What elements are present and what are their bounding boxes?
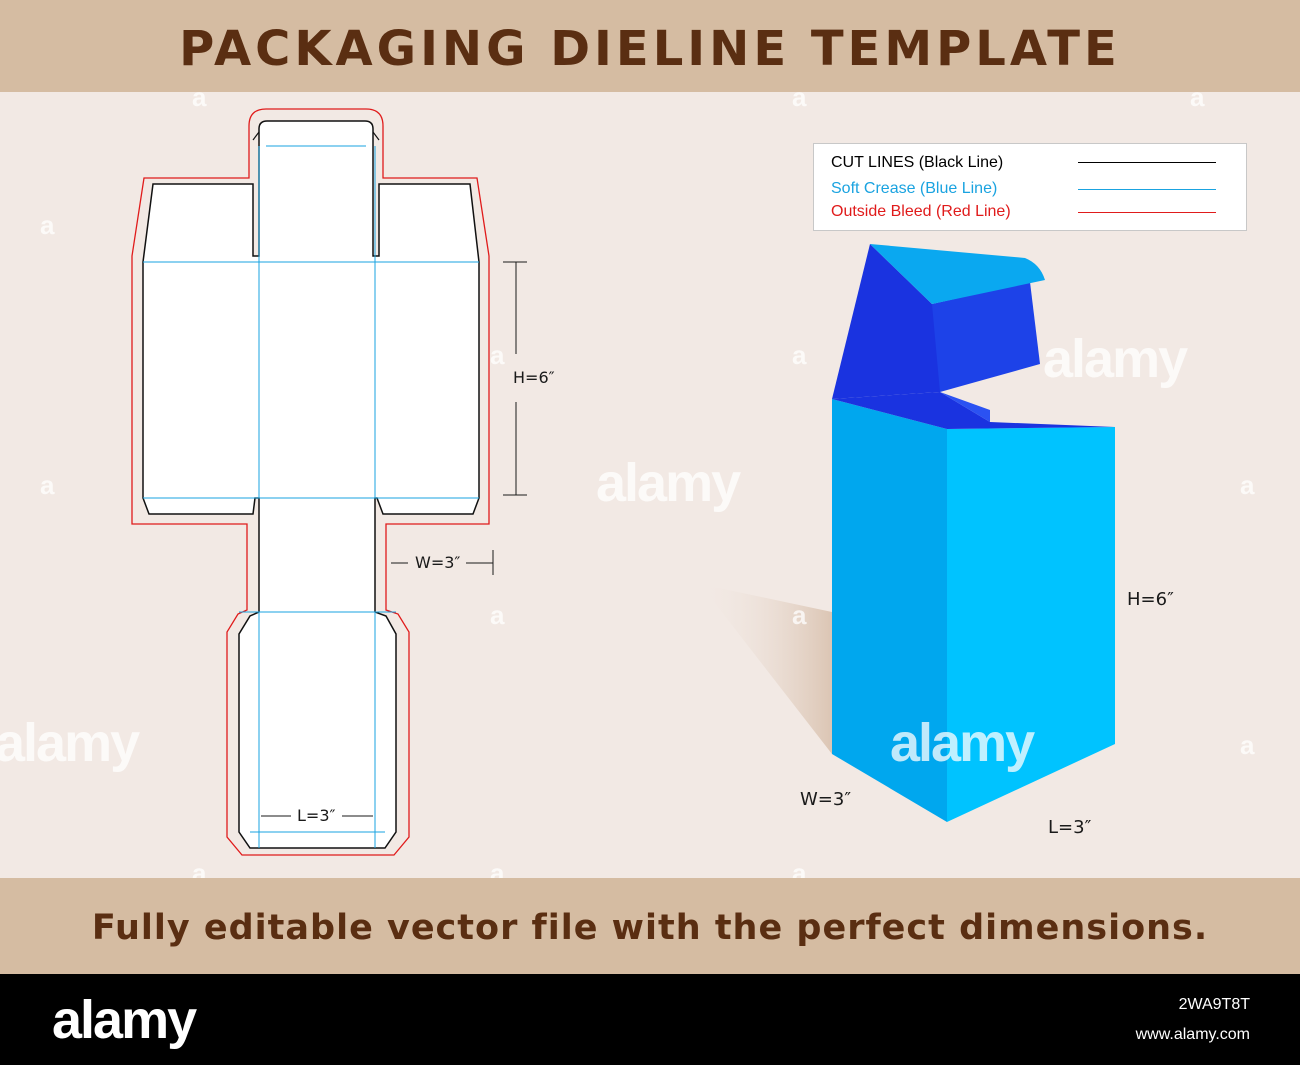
bleed-outline bbox=[131, 108, 490, 856]
stock-image-id: 2WA9T8T bbox=[1178, 996, 1250, 1013]
box-front-face bbox=[947, 427, 1115, 822]
main-panel: H=6″ W=3″ L=3″ bbox=[0, 92, 1300, 878]
legend-swatch-crease bbox=[1078, 189, 1216, 190]
box-height-label: H=6″ bbox=[1127, 589, 1174, 610]
box-width-label: W=3″ bbox=[800, 789, 852, 810]
legend-soft-crease: Soft Crease (Blue Line) bbox=[831, 180, 998, 197]
stock-bar bbox=[0, 974, 1300, 1065]
dieline-length-label: L=3″ bbox=[297, 806, 336, 825]
box-side-face bbox=[832, 399, 947, 822]
cut-outline bbox=[142, 120, 480, 849]
dieline-diagram: H=6″ W=3″ L=3″ bbox=[131, 108, 1115, 856]
footer-banner: Fully editable vector file with the perf… bbox=[0, 878, 1300, 974]
header-banner: PACKAGING DIELINE TEMPLATE bbox=[0, 0, 1300, 92]
crease-lines bbox=[143, 145, 479, 848]
stock-logo: alamy bbox=[52, 990, 197, 1050]
box-length-label: L=3″ bbox=[1048, 817, 1092, 838]
tuck-cut-left bbox=[252, 131, 260, 141]
box-shadow bbox=[700, 584, 832, 754]
legend-swatch-bleed bbox=[1078, 212, 1216, 213]
footer-tagline: Fully editable vector file with the perf… bbox=[91, 908, 1209, 948]
tuck-cut-right bbox=[372, 131, 380, 141]
legend-outside-bleed: Outside Bleed (Red Line) bbox=[831, 203, 1011, 220]
page-title: PACKAGING DIELINE TEMPLATE bbox=[179, 21, 1121, 77]
legend-cut-lines: CUT LINES (Black Line) bbox=[831, 154, 1004, 171]
box-lid-tuck bbox=[870, 244, 1045, 304]
dieline-height-label: H=6″ bbox=[513, 368, 555, 387]
box-inner-fold bbox=[940, 392, 990, 422]
dim-width bbox=[391, 550, 494, 575]
box-lid-inner bbox=[832, 244, 940, 399]
dieline-width-label: W=3″ bbox=[415, 553, 460, 572]
dim-height bbox=[503, 261, 527, 496]
legend-swatch-cut bbox=[1078, 162, 1216, 163]
stock-site-link[interactable]: www.alamy.com bbox=[1135, 1026, 1250, 1043]
box-inner-opening bbox=[832, 392, 1115, 429]
legend: CUT LINES (Black Line) Soft Crease (Blue… bbox=[813, 143, 1247, 231]
